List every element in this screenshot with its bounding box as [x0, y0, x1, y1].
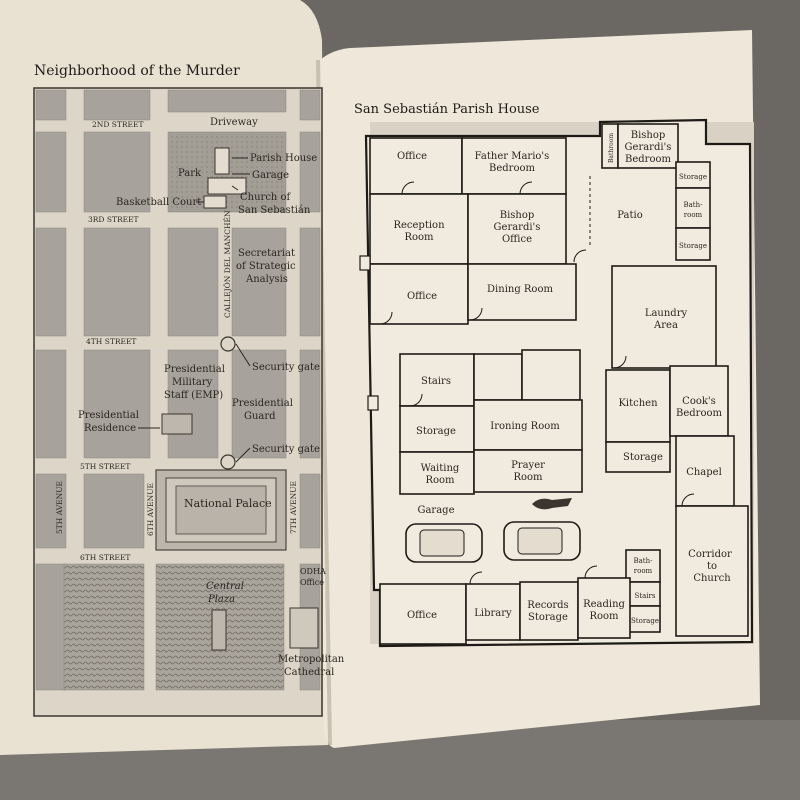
- label-cathedral-1: Metropolitan: [278, 654, 345, 665]
- room-reading-2: Room: [589, 611, 619, 622]
- body-outline-icon: [532, 498, 572, 510]
- label-guard-2: Guard: [244, 411, 276, 422]
- label-parish-house: Parish House: [250, 153, 317, 164]
- avenue-7th: 7TH AVENUE: [289, 481, 298, 534]
- room-library: Library: [474, 608, 512, 619]
- room-gerardi-office-2: Gerardi's: [494, 222, 541, 233]
- room-dining: Dining Room: [487, 284, 553, 295]
- street-5th: 5TH STREET: [80, 462, 130, 471]
- callejon-label: CALLEJÓN DEL MANCHÉN: [223, 210, 232, 318]
- room-garage: Garage: [417, 505, 454, 516]
- driveway-label: Driveway: [210, 117, 258, 128]
- label-national-palace: National Palace: [184, 497, 272, 510]
- right-page-title: San Sebastián Parish House: [354, 102, 540, 117]
- street-6th: 6TH STREET: [80, 553, 130, 562]
- label-central-plaza-2: Plaza: [207, 594, 235, 605]
- room-chapel: Chapel: [686, 467, 722, 478]
- label-security-gate-1: Security gate: [252, 362, 320, 373]
- label-emp-3: Staff (EMP): [164, 390, 223, 401]
- label-guard-1: Presidential: [232, 398, 293, 409]
- room-bath2-1: Bath-: [633, 557, 653, 565]
- room-ironing: Ironing Room: [490, 421, 560, 432]
- room-cook-2: Bedroom: [676, 408, 722, 419]
- room-office-top: Office: [397, 151, 427, 162]
- avenue-5th: 5TH AVENUE: [55, 481, 64, 534]
- room-prayer-1: Prayer: [511, 460, 545, 471]
- avenue-6th: 6TH AVENUE: [146, 483, 155, 536]
- label-basketball-court: Basketball Court: [116, 197, 201, 208]
- room-bath-2: room: [684, 211, 703, 219]
- car-right-icon: [503, 521, 581, 561]
- floor-plan: Office Father Mario's Bedroom Bathroom B…: [359, 118, 754, 648]
- label-garage: Garage: [252, 170, 289, 181]
- room-bathroom-vertical: Bathroom: [608, 133, 615, 163]
- room-reading-1: Reading: [583, 599, 625, 610]
- room-gerardi-office-1: Bishop: [500, 210, 535, 221]
- room-prayer-2: Room: [513, 472, 543, 483]
- room-patio: Patio: [617, 210, 642, 221]
- room-storage-d: Storage: [623, 452, 663, 463]
- room-storage-e: Storage: [631, 617, 659, 625]
- label-church-1: Church of: [240, 192, 292, 203]
- room-storage-c: Storage: [416, 426, 456, 437]
- room-storage-a: Storage: [679, 173, 707, 181]
- room-gerardi-bed-1: Bishop: [631, 130, 666, 141]
- left-page-title: Neighborhood of the Murder: [34, 63, 240, 79]
- room-gerardi-office-3: Office: [502, 234, 532, 245]
- room-bath2-2: room: [634, 567, 653, 575]
- label-odha-1: ODHA: [300, 567, 326, 576]
- room-laundry-1: Laundry: [645, 308, 688, 319]
- room-stairs-small: Stairs: [635, 592, 656, 600]
- room-office-bottom: Office: [407, 610, 437, 621]
- label-secretariat-3: Analysis: [245, 274, 288, 285]
- room-corridor-2: to: [707, 561, 717, 572]
- label-odha-2: Office: [300, 578, 324, 587]
- label-central-plaza-1: Central: [206, 581, 244, 592]
- street-3rd: 3RD STREET: [88, 215, 139, 224]
- room-kitchen: Kitchen: [618, 398, 658, 409]
- room-gerardi-bed-3: Bedroom: [625, 154, 671, 165]
- room-waiting-2: Room: [425, 475, 455, 486]
- street-4th: 4TH STREET: [86, 337, 136, 346]
- room-reception-2: Room: [404, 232, 434, 243]
- room-records-1: Records: [527, 600, 568, 611]
- room-records-2: Storage: [528, 612, 568, 623]
- room-mario-1: Father Mario's: [475, 151, 550, 162]
- label-park: Park: [178, 168, 202, 179]
- room-cook-1: Cook's: [682, 396, 716, 407]
- room-bath-1: Bath-: [683, 201, 703, 209]
- neighborhood-map: 2ND STREET Driveway 3RD STREET 4TH STREE…: [33, 87, 345, 717]
- label-emp-2: Military: [172, 377, 213, 388]
- label-emp-1: Presidential: [164, 364, 225, 375]
- label-residence-1: Presidential: [78, 410, 139, 421]
- car-left-icon: [405, 523, 483, 563]
- street-2nd: 2ND STREET: [92, 120, 143, 129]
- label-secretariat-2: of Strategic: [236, 261, 296, 272]
- label-church-2: San Sebastián: [238, 205, 311, 216]
- room-gerardi-bed-2: Gerardi's: [625, 142, 672, 153]
- label-secretariat-1: Secretariat: [238, 248, 295, 259]
- room-corridor-1: Corridor: [688, 549, 732, 560]
- label-security-gate-2: Security gate: [252, 444, 320, 455]
- room-stairs: Stairs: [421, 376, 451, 387]
- room-mario-2: Bedroom: [489, 163, 535, 174]
- room-reception-1: Reception: [393, 220, 445, 231]
- label-cathedral-2: Cathedral: [284, 667, 334, 678]
- room-laundry-2: Area: [653, 320, 678, 331]
- room-corridor-3: Church: [693, 573, 731, 584]
- room-storage-b: Storage: [679, 242, 707, 250]
- room-office-mid: Office: [407, 291, 437, 302]
- label-residence-2: Residence: [84, 423, 136, 434]
- room-waiting-1: Waiting: [421, 463, 460, 474]
